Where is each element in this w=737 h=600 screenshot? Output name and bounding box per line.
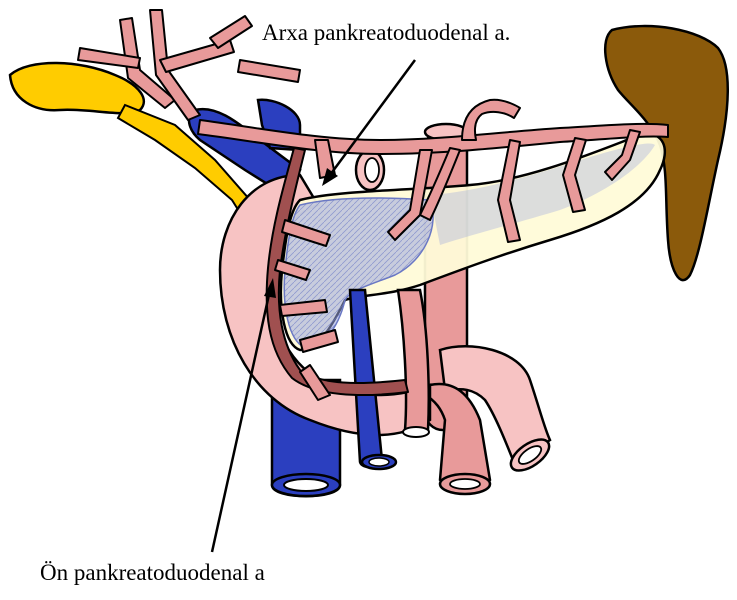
- anterior-pancreaticoduodenal-label: Ön pankreatoduodenal a: [40, 560, 265, 586]
- superior-mesenteric-vein: [350, 290, 382, 467]
- posterior-pancreaticoduodenal-label: Arxa pankreatoduodenal a.: [262, 20, 510, 46]
